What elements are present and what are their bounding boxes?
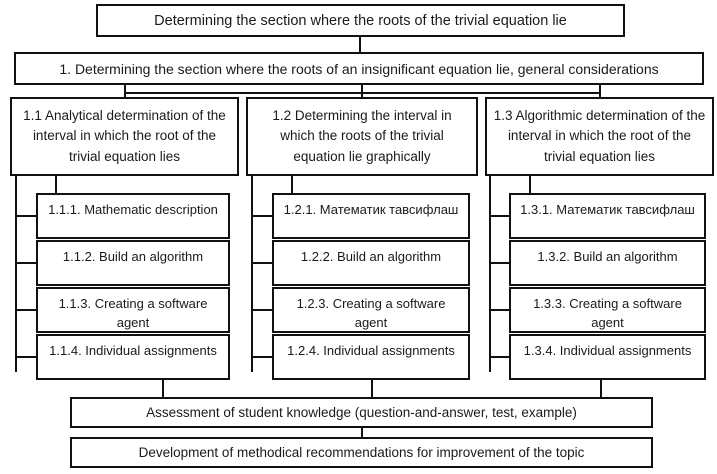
- sub-box-1-3-1-label: 1.3.1. Математик тавсифлаш: [520, 202, 695, 217]
- development-box[interactable]: Development of methodical recommendation…: [70, 437, 653, 468]
- column-header-1-2-label: 1.2 Determining the interval in which th…: [272, 108, 452, 164]
- sub-box-1-1-2-label: 1.1.2. Build an algorithm: [62, 249, 204, 264]
- sub-box-1-3-3[interactable]: 1.3.3. Creating a software agent: [509, 287, 706, 333]
- connector-col2-branch-4: [251, 356, 274, 358]
- connector-col2-spine: [251, 176, 253, 372]
- sub-box-1-3-2-label: 1.3.2. Build an algorithm: [537, 249, 678, 264]
- sub-box-1-1-1[interactable]: 1.1.1. Mathematic description: [36, 193, 230, 239]
- sub-box-1-3-1[interactable]: 1.3.1. Математик тавсифлаш: [509, 193, 706, 239]
- sub-box-1-3-4[interactable]: 1.3.4. Individual assignments: [509, 334, 706, 380]
- column-header-1-1-label: 1.1 Analytical determination of the inte…: [23, 108, 226, 164]
- connector-col3-branch-3: [489, 309, 512, 311]
- connector-col1-branch-3: [15, 309, 38, 311]
- connector-col3-branch-4: [489, 356, 512, 358]
- connector-col1-spine: [15, 176, 17, 372]
- sub-box-1-2-3-label: 1.2.3. Creating a software agent: [296, 296, 446, 330]
- sub-box-1-1-4-label: 1.1.4. Individual assignments: [49, 343, 217, 358]
- level1-box[interactable]: 1. Determining the section where the roo…: [14, 52, 704, 85]
- connector-col1-branch-2: [15, 262, 38, 264]
- connector-col3-branch-2: [489, 262, 512, 264]
- sub-box-1-1-4[interactable]: 1.1.4. Individual assignments: [36, 334, 230, 380]
- sub-box-1-3-4-label: 1.3.4. Individual assignments: [523, 343, 692, 358]
- sub-box-1-3-2[interactable]: 1.3.2. Build an algorithm: [509, 240, 706, 286]
- connector-col2-branch-2: [251, 262, 274, 264]
- sub-box-1-1-2[interactable]: 1.1.2. Build an algorithm: [36, 240, 230, 286]
- connector-col1-to-assessment: [162, 380, 164, 398]
- sub-box-1-2-1[interactable]: 1.2.1. Математик тавсифлаш: [272, 193, 470, 239]
- column-header-1-1[interactable]: 1.1 Analytical determination of the inte…: [10, 97, 239, 176]
- sub-box-1-2-4[interactable]: 1.2.4. Individual assignments: [272, 334, 470, 380]
- connector-level1-drop-col1: [124, 85, 126, 98]
- connector-col1-header-drop: [55, 176, 57, 195]
- title-box-label: Determining the section where the roots …: [154, 12, 567, 29]
- sub-box-1-1-3[interactable]: 1.1.3. Creating a software agent: [36, 287, 230, 333]
- connector-col3-branch-1: [489, 215, 512, 217]
- level1-box-label: 1. Determining the section where the roo…: [59, 60, 659, 77]
- sub-box-1-2-3[interactable]: 1.2.3. Creating a software agent: [272, 287, 470, 333]
- sub-box-1-2-4-label: 1.2.4. Individual assignments: [287, 343, 455, 358]
- development-box-label: Development of methodical recommendation…: [138, 445, 585, 460]
- title-box[interactable]: Determining the section where the roots …: [96, 4, 625, 37]
- connector-col2-branch-3: [251, 309, 274, 311]
- assessment-box-label: Assessment of student knowledge (questio…: [146, 405, 577, 420]
- connector-assessment-to-development: [361, 427, 363, 439]
- connector-col2-branch-1: [251, 215, 274, 217]
- connector-col1-branch-1: [15, 215, 38, 217]
- connector-col3-spine: [489, 176, 491, 372]
- sub-box-1-1-3-label: 1.1.3. Creating a software agent: [58, 296, 208, 330]
- connector-level1-drop-col2: [361, 85, 363, 98]
- connector-level1-drop-col3: [599, 85, 601, 98]
- sub-box-1-1-1-label: 1.1.1. Mathematic description: [48, 202, 218, 217]
- column-header-1-3[interactable]: 1.3 Algorithmic determination of the int…: [485, 97, 714, 176]
- connector-col1-branch-4: [15, 356, 38, 358]
- connector-title-to-level1: [359, 36, 361, 53]
- sub-box-1-3-3-label: 1.3.3. Creating a software agent: [533, 296, 682, 330]
- connector-col3-header-drop: [529, 176, 531, 195]
- assessment-box[interactable]: Assessment of student knowledge (questio…: [70, 397, 653, 428]
- sub-box-1-2-2-label: 1.2.2. Build an algorithm: [300, 249, 442, 264]
- column-header-1-3-label: 1.3 Algorithmic determination of the int…: [493, 108, 706, 164]
- connector-col3-to-assessment: [600, 380, 602, 398]
- connector-col2-to-assessment: [371, 380, 373, 398]
- sub-box-1-2-2[interactable]: 1.2.2. Build an algorithm: [272, 240, 470, 286]
- connector-col2-header-drop: [291, 176, 293, 195]
- column-header-1-2[interactable]: 1.2 Determining the interval in which th…: [246, 97, 478, 176]
- sub-box-1-2-1-label: 1.2.1. Математик тавсифлаш: [283, 202, 459, 217]
